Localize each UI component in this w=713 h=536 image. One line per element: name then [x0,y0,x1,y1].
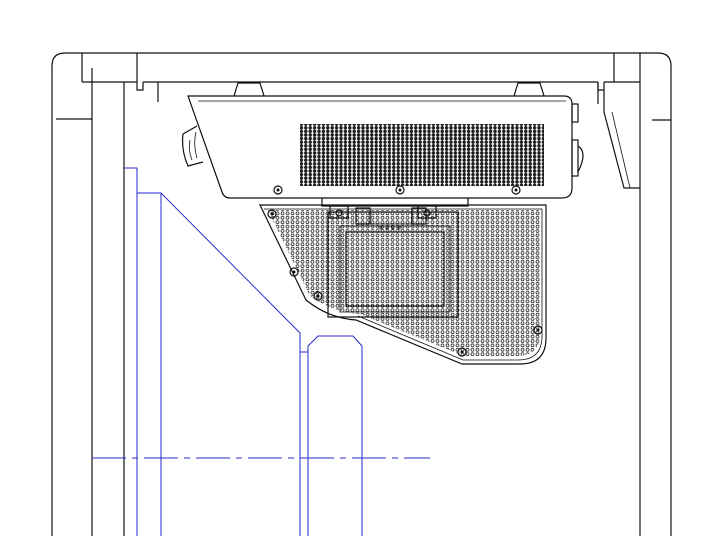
center-module [321,198,469,318]
vent-grille-upper [300,124,544,186]
hidden-lines [92,167,430,536]
cabinet-frame [51,52,672,536]
screw-icon [267,209,543,357]
device-housing [181,82,584,199]
mounting-plate [259,204,547,365]
screw-icon [273,185,521,195]
